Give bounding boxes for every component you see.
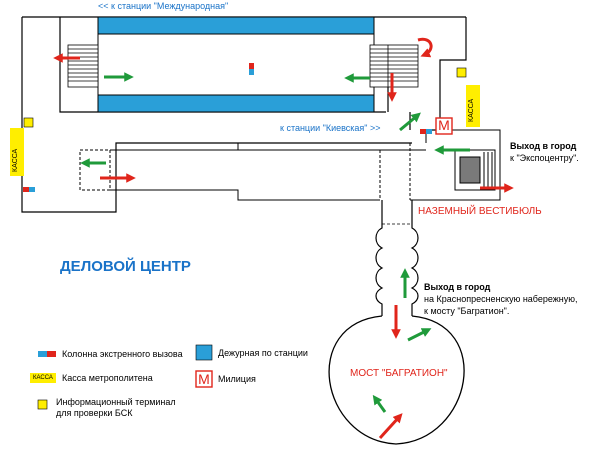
police-glyph: М (438, 117, 450, 133)
legend-terminal-icon (37, 399, 48, 410)
emergency-column-marker (23, 187, 35, 192)
exit-bagration-detail-1: на Краснопресненскую набережную, (424, 294, 578, 304)
direction-mezhdunarodnaya-label: << к станции "Международная" (98, 1, 229, 11)
corridor (79, 143, 430, 201)
track-upper (97, 16, 375, 35)
legend-duty-label: Дежурная по станции (218, 348, 308, 358)
vestibule-label: НАЗЕМНЫЙ ВЕСТИБЮЛЬ (418, 206, 542, 217)
station-title: ДЕЛОВОЙ ЦЕНТР (60, 258, 191, 275)
kassa-marker (466, 85, 480, 127)
bridge-circle (328, 315, 465, 445)
emergency-column-marker (249, 63, 254, 75)
info-terminal-marker (23, 117, 34, 128)
direction-kievskaya-label: к станции "Киевская" >> (280, 123, 381, 133)
legend-emergency-label: Колонна экстренного вызова (62, 349, 183, 359)
legend-duty-icon (195, 344, 213, 361)
police-marker (435, 117, 453, 135)
legend-kassa-label: Касса метрополитена (62, 373, 153, 383)
legend-kassa-icon (30, 373, 56, 383)
legend-emergency-icon (38, 351, 56, 357)
legend-kassa-icon-text: КАССА (33, 375, 53, 381)
exit-bagration-title: Выход в город (424, 282, 491, 292)
bridge-passage (375, 200, 419, 316)
legend-terminal-label-1: Информационный терминал (56, 397, 176, 407)
kassa-label-left: КАССА (12, 148, 19, 172)
legend-police-icon (195, 370, 213, 388)
arrow-green (399, 112, 421, 132)
escalator-left (67, 44, 99, 88)
exit-expocentre-title: Выход в город (510, 141, 577, 151)
legend-terminal-label-2: для проверки БСК (56, 408, 133, 418)
platform (97, 33, 375, 96)
exit-bagration-detail-2: к мосту "Багратион". (424, 306, 510, 316)
kassa-marker (10, 128, 24, 176)
arrow-green (407, 328, 432, 342)
vestibule-exit (425, 129, 501, 201)
legend-police-glyph: М (198, 371, 210, 387)
arrow-red (378, 413, 403, 440)
turn-arrow (417, 37, 433, 58)
legend-police-label: Милиция (218, 374, 256, 384)
exit-expocentre-detail: к "Экспоцентру". (510, 153, 579, 163)
escalator-right (369, 44, 419, 88)
info-terminal-marker (456, 67, 467, 78)
bridge-label: МОСТ "БАГРАТИОН" (350, 368, 448, 379)
emergency-column-marker (420, 129, 432, 134)
track-lower (97, 94, 375, 113)
kassa-label-right: КАССА (468, 98, 475, 122)
arrow-green (372, 394, 387, 413)
